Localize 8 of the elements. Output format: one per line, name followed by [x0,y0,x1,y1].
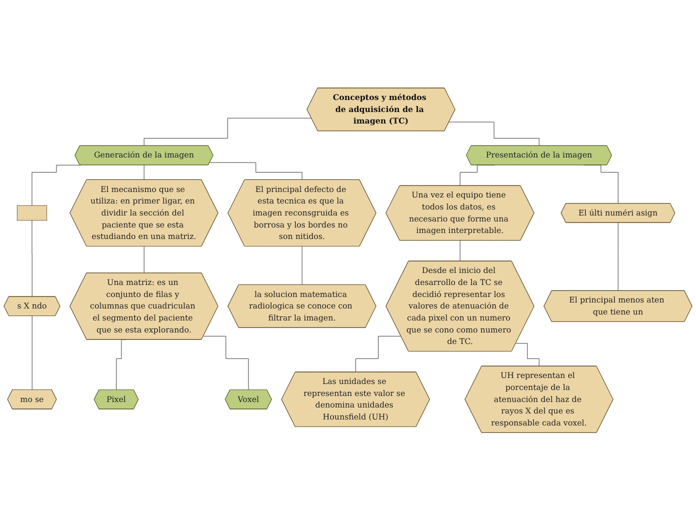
connector [32,164,82,206]
connector [203,336,249,390]
connector [210,162,302,180]
connector [144,118,312,146]
connector [355,336,402,372]
connector [516,342,540,366]
node-box [16,205,48,220]
connector [448,122,540,146]
